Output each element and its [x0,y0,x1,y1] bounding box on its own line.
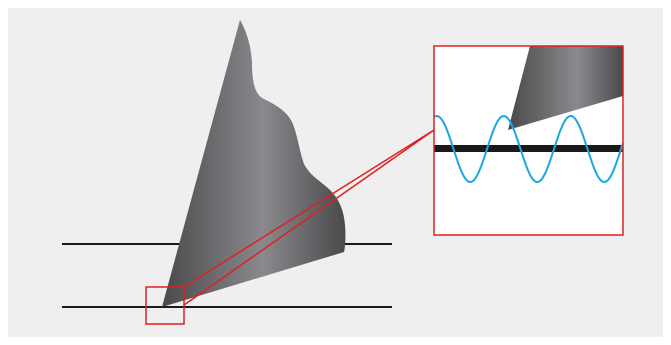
zoom-inset-panel [434,46,623,235]
inset-thick-line [434,145,623,152]
